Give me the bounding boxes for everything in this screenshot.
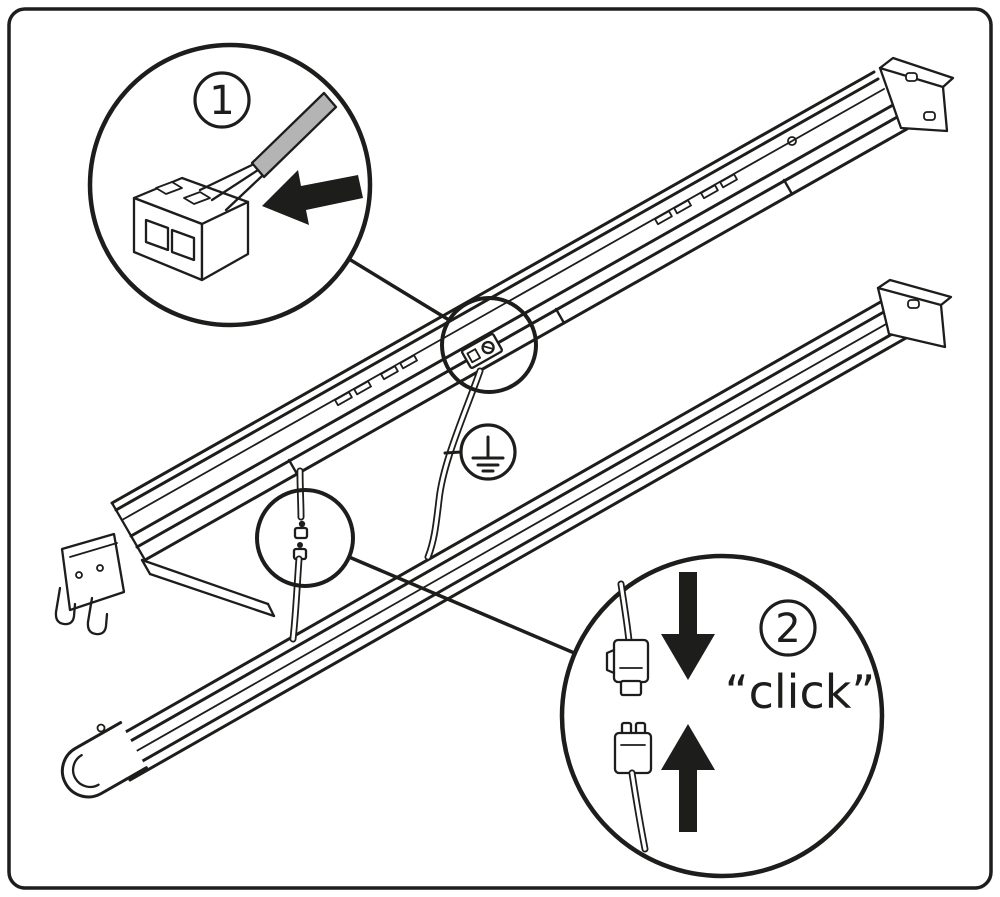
step-1-label: 1 <box>209 78 234 124</box>
end-cap-hole <box>96 723 106 733</box>
callout-line-step-1 <box>347 257 451 322</box>
plug-connector-top <box>605 580 650 697</box>
cable-end <box>250 91 338 179</box>
rail-socket-detail <box>460 333 504 369</box>
lower-rail <box>60 278 953 799</box>
upper-rail-end-cap <box>878 56 955 133</box>
step-2-label: 2 <box>775 606 800 652</box>
lower-rail-end-cap <box>876 278 953 349</box>
callout-step-1: 1 <box>87 42 373 328</box>
callout-line-step-2 <box>347 555 574 654</box>
lower-rail-round-end <box>60 721 148 799</box>
earth-ground-symbol <box>443 423 517 481</box>
diagram-border <box>7 7 993 890</box>
power-cable <box>424 367 484 561</box>
stripped-wires <box>198 162 264 212</box>
upper-rail-end-bracket <box>54 532 126 636</box>
knockout-slots <box>334 136 797 407</box>
plug-body <box>293 526 309 540</box>
terminal-block <box>132 176 250 282</box>
arrow-up-icon <box>661 724 715 832</box>
plug-pin <box>298 520 306 528</box>
detail-circle-socket <box>440 296 538 394</box>
click-label: “click” <box>725 665 875 719</box>
step-2-badge <box>759 599 817 657</box>
detail-circle-connector <box>255 488 355 588</box>
protective-earth-icon <box>471 435 505 473</box>
insert-arrow-icon <box>262 170 363 225</box>
arrow-down-icon <box>661 572 715 680</box>
connector-cable <box>289 467 309 643</box>
suspension-bracket <box>140 558 276 618</box>
callout-step-2: 2 “click” <box>559 553 885 879</box>
step-1-badge <box>193 71 251 129</box>
socket-pin <box>297 542 303 548</box>
upper-rail <box>54 56 955 636</box>
socket-connector-bottom <box>613 721 653 853</box>
